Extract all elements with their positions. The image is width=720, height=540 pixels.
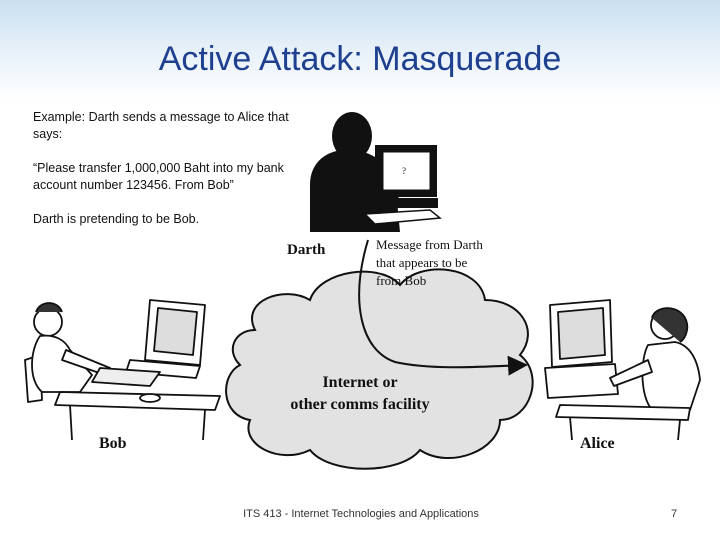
slide-title: Active Attack: Masquerade <box>158 40 562 78</box>
message-label-line-1: Message from Darth <box>376 237 483 252</box>
paragraph-message-quote: “Please transfer 1,000,000 Baht into my … <box>33 161 284 192</box>
bob-figure-icon <box>24 299 221 441</box>
page-number: 7 <box>670 508 678 520</box>
darth-screen-glyph: ? <box>402 166 406 176</box>
bob-label: Bob <box>99 435 127 452</box>
darth-figure-icon: ? <box>310 112 442 232</box>
alice-label: Alice <box>580 435 615 452</box>
message-label-line-2: that appears to be <box>376 255 468 270</box>
message-label-line-3: from Bob <box>376 273 426 288</box>
darth-label: Darth <box>287 242 326 258</box>
internet-cloud-icon <box>225 268 534 470</box>
footer-course-title: ITS 413 - Internet Technologies and Appl… <box>243 508 479 520</box>
alice-figure-icon <box>544 299 701 441</box>
cloud-label-line-2: other comms facility <box>290 396 429 413</box>
header-gradient-band <box>0 0 720 100</box>
message-arrow <box>358 239 528 376</box>
paragraph-darth-pretending: Darth is pretending to be Bob. <box>33 212 200 226</box>
cloud-label-line-1: Internet or <box>322 374 397 391</box>
paragraph-example: Example: Darth sends a message to Alice … <box>33 110 289 141</box>
slide-body: Example: Darth sends a message to Alice … <box>33 109 303 245</box>
